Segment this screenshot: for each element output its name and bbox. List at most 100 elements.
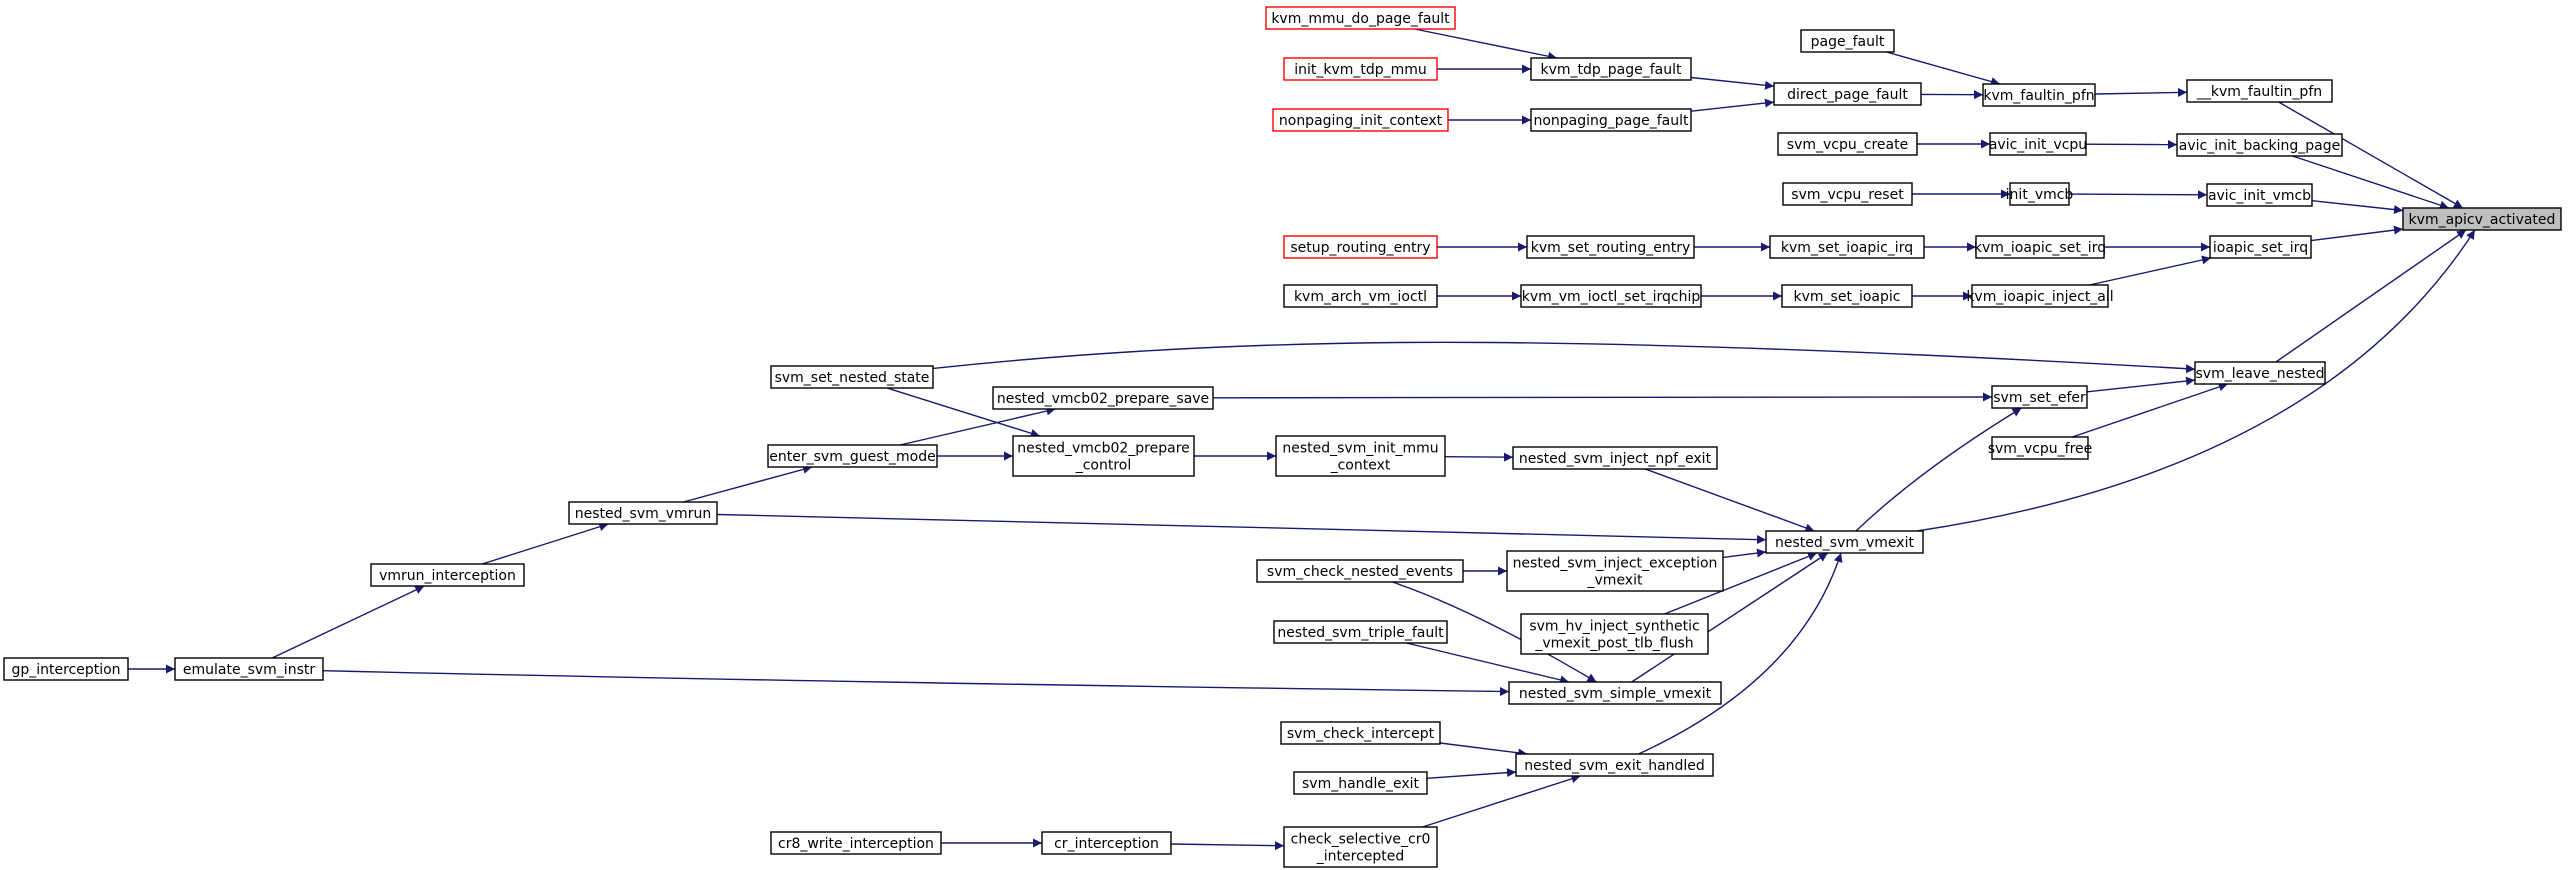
node-box — [2009, 182, 2070, 206]
node-direct_page_fault[interactable]: direct_page_fault — [1773, 82, 1922, 106]
node-svm_leave_nested[interactable]: svm_leave_nested — [2194, 361, 2326, 385]
node-label: setup_routing_entry — [1290, 240, 1430, 256]
node-label: svm_vcpu_free — [1988, 441, 2093, 457]
node-svm_hv_inject_synthetic_vmexit_post_tlb_flush[interactable]: svm_hv_inject_synthetic_vmexit_post_tlb_… — [1520, 613, 1709, 655]
node-enter_svm_guest_mode[interactable]: enter_svm_guest_mode — [767, 444, 938, 468]
node-avic_init_backing_page[interactable]: avic_init_backing_page — [2176, 133, 2343, 157]
node-nonpaging_init_context[interactable]: nonpaging_init_context — [1272, 108, 1449, 132]
node-kvm_arch_vm_ioctl[interactable]: kvm_arch_vm_ioctl — [1283, 284, 1438, 308]
node-box — [2194, 361, 2326, 385]
node-svm_vcpu_reset[interactable]: svm_vcpu_reset — [1782, 182, 1913, 206]
node-__kvm_faultin_pfn[interactable]: __kvm_faultin_pfn — [2186, 79, 2333, 103]
node-label: svm_set_nested_state — [775, 370, 930, 386]
node-cr_interception[interactable]: cr_interception — [1041, 831, 1172, 855]
node-label: avic_init_backing_page — [2179, 138, 2340, 154]
node-nested_svm_triple_fault[interactable]: nested_svm_triple_fault — [1273, 620, 1448, 644]
node-nested_svm_inject_exception_vmexit[interactable]: nested_svm_inject_exception_vmexit — [1506, 550, 1724, 592]
node-nested_svm_vmexit[interactable]: nested_svm_vmexit — [1765, 530, 1924, 554]
node-label: kvm_faultin_pfn — [1983, 88, 2094, 104]
node-avic_init_vmcb[interactable]: avic_init_vmcb — [2206, 183, 2313, 207]
node-label: kvm_mmu_do_page_fault — [1271, 11, 1450, 27]
node-label: nested_svm_init_mmu — [1282, 441, 1438, 457]
node-label: nested_svm_triple_fault — [1277, 625, 1444, 641]
node-label: __kvm_faultin_pfn — [2196, 84, 2322, 100]
node-init_vmcb[interactable]: init_vmcb — [2006, 182, 2074, 206]
node-label: svm_vcpu_create — [1787, 137, 1908, 153]
node-nested_vmcb02_prepare_control[interactable]: nested_vmcb02_prepare_control — [1012, 435, 1195, 477]
node-label: nested_vmcb02_prepare — [1017, 441, 1190, 457]
node-label: nested_svm_simple_vmexit — [1519, 686, 1712, 702]
edge-cr_interception-to-check_selective_cr0_intercepted — [1170, 841, 1285, 851]
node-label: kvm_set_ioapic — [1794, 289, 1901, 305]
node-svm_set_nested_state[interactable]: svm_set_nested_state — [770, 365, 934, 389]
node-svm_vcpu_free[interactable]: svm_vcpu_free — [1988, 436, 2093, 460]
edge-nested_svm_vmexit-to-svm_set_efer — [1855, 407, 2022, 532]
node-nested_svm_exit_handled[interactable]: nested_svm_exit_handled — [1515, 753, 1714, 777]
node-label: enter_svm_guest_mode — [769, 449, 935, 465]
node-box — [1530, 108, 1692, 132]
node-kvm_faultin_pfn[interactable]: kvm_faultin_pfn — [1982, 83, 2096, 107]
edge-__kvm_faultin_pfn-to-kvm_apicv_activated — [2278, 101, 2464, 209]
node-box — [1781, 284, 1913, 308]
node-svm_set_efer[interactable]: svm_set_efer — [1991, 385, 2088, 409]
node-page_fault[interactable]: page_fault — [1800, 29, 1895, 53]
node-nested_svm_simple_vmexit[interactable]: nested_svm_simple_vmexit — [1508, 681, 1722, 705]
node-box — [1283, 284, 1438, 308]
node-box — [2209, 235, 2312, 259]
node-label: nested_svm_vmexit — [1775, 535, 1914, 551]
node-box — [1283, 57, 1438, 81]
node-label: direct_page_fault — [1787, 87, 1908, 103]
node-init_kvm_tdp_mmu[interactable]: init_kvm_tdp_mmu — [1283, 57, 1438, 81]
node-ioapic_set_irq[interactable]: ioapic_set_irq — [2209, 235, 2312, 259]
edge-svm_handle_exit-to-nested_svm_exit_handled — [1426, 768, 1517, 779]
node-box — [1526, 235, 1695, 259]
node-nested_svm_inject_npf_exit[interactable]: nested_svm_inject_npf_exit — [1512, 446, 1718, 470]
node-label: cr_interception — [1054, 836, 1159, 852]
node-label: svm_check_intercept — [1287, 726, 1435, 742]
node-label: svm_leave_nested — [2196, 366, 2325, 382]
node-kvm_mmu_do_page_fault[interactable]: kvm_mmu_do_page_fault — [1265, 6, 1456, 30]
node-setup_routing_entry[interactable]: setup_routing_entry — [1283, 235, 1438, 259]
node-avic_init_vcpu[interactable]: avic_init_vcpu — [1989, 132, 2087, 156]
node-label: svm_check_nested_events — [1267, 564, 1453, 580]
node-check_selective_cr0_intercepted[interactable]: check_selective_cr0_intercepted — [1283, 826, 1438, 868]
node-kvm_ioapic_set_irq[interactable]: kvm_ioapic_set_irq — [1974, 235, 2106, 259]
node-emulate_svm_instr[interactable]: emulate_svm_instr — [174, 657, 324, 681]
node-vmrun_interception[interactable]: vmrun_interception — [370, 563, 525, 587]
edge-nested_svm_vmrun-to-enter_svm_guest_mode — [683, 465, 813, 503]
node-kvm_ioapic_inject_all[interactable]: kvm_ioapic_inject_all — [1966, 284, 2114, 308]
node-box — [1782, 182, 1913, 206]
node-kvm_set_ioapic[interactable]: kvm_set_ioapic — [1781, 284, 1913, 308]
node-kvm_vm_ioctl_set_irqchip[interactable]: kvm_vm_ioctl_set_irqchip — [1520, 284, 1702, 308]
node-label: emulate_svm_instr — [183, 662, 315, 678]
node-box — [770, 365, 934, 389]
edge-nested_svm_vmrun-to-nested_svm_vmexit — [716, 513, 1767, 545]
node-nested_svm_init_mmu_context[interactable]: nested_svm_init_mmu_context — [1275, 435, 1446, 477]
node-box — [1800, 29, 1895, 53]
edge-avic_init_backing_page-to-kvm_apicv_activated — [2292, 155, 2450, 210]
node-box — [1293, 771, 1428, 795]
node-nested_vmcb02_prepare_save[interactable]: nested_vmcb02_prepare_save — [992, 386, 1214, 410]
node-label: nested_vmcb02_prepare_save — [997, 391, 1209, 407]
node-box — [568, 501, 718, 525]
node-kvm_apicv_activated[interactable]: kvm_apicv_activated — [2402, 207, 2562, 231]
node-svm_vcpu_create[interactable]: svm_vcpu_create — [1777, 132, 1918, 156]
node-gp_interception[interactable]: gp_interception — [3, 657, 129, 681]
node-label: nested_svm_vmrun — [575, 506, 711, 522]
node-nonpaging_page_fault[interactable]: nonpaging_page_fault — [1530, 108, 1692, 132]
node-kvm_tdp_page_fault[interactable]: kvm_tdp_page_fault — [1530, 57, 1692, 81]
node-svm_check_nested_events[interactable]: svm_check_nested_events — [1256, 559, 1464, 583]
node-kvm_set_ioapic_irq[interactable]: kvm_set_ioapic_irq — [1769, 235, 1925, 259]
node-kvm_set_routing_entry[interactable]: kvm_set_routing_entry — [1526, 235, 1695, 259]
node-svm_check_intercept[interactable]: svm_check_intercept — [1280, 721, 1441, 745]
node-label: ioapic_set_irq — [2213, 240, 2308, 256]
node-label: svm_set_efer — [1993, 390, 2086, 406]
edge-kvm_faultin_pfn-to-__kvm_faultin_pfn — [2094, 87, 2188, 97]
node-svm_handle_exit[interactable]: svm_handle_exit — [1293, 771, 1428, 795]
node-nested_svm_vmrun[interactable]: nested_svm_vmrun — [568, 501, 718, 525]
edge-svm_leave_nested-to-kvm_apicv_activated — [2275, 229, 2467, 363]
node-box — [1769, 235, 1925, 259]
node-cr8_write_interception[interactable]: cr8_write_interception — [770, 831, 942, 855]
edge-nested_svm_exit_handled-to-nested_svm_vmexit — [1638, 552, 1843, 755]
